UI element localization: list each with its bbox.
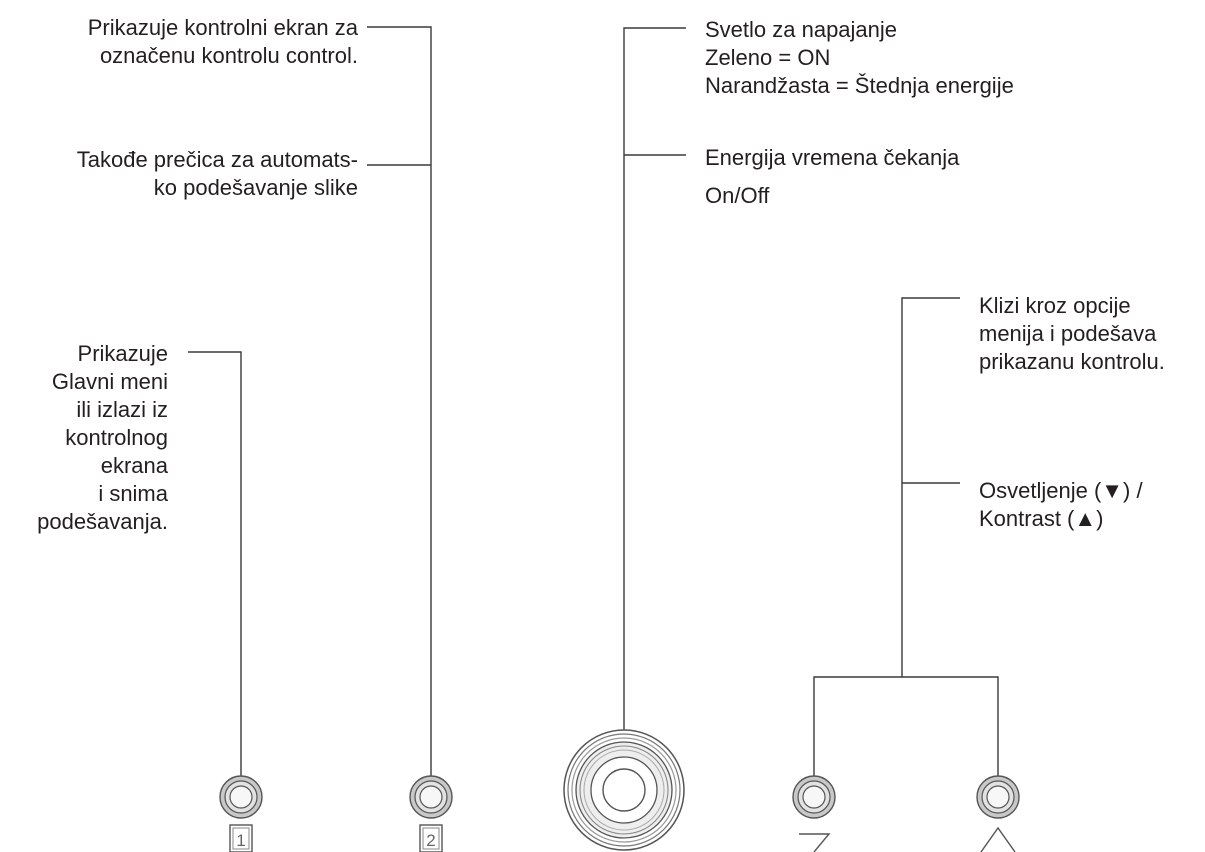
leader-line-scroll-options [901, 297, 960, 677]
up-button[interactable] [976, 775, 1020, 819]
leader-line-arrow-bracket [813, 676, 999, 790]
label-power-light: Svetlo za napajanje Zeleno = ON Narandža… [705, 17, 1014, 98]
key-1-icon: 1 [229, 824, 253, 852]
label-shortcut-auto-adjust: Takođe prečica za automats- ko podešavan… [76, 147, 358, 200]
key-2-icon: 2 [419, 824, 443, 852]
down-button[interactable] [792, 775, 836, 819]
up-triangle-icon [980, 826, 1016, 852]
label-scroll-options: Klizi kroz opcije menija i podešava prik… [979, 293, 1165, 374]
down-triangle-icon [799, 833, 831, 852]
key-2-label: 2 [426, 831, 435, 850]
key-1-label: 1 [236, 831, 245, 850]
menu-button[interactable] [219, 775, 263, 819]
label-displays-control: Prikazuje kontrolni ekran za označenu ko… [87, 15, 358, 68]
power-button[interactable] [563, 729, 685, 851]
leader-line-main-menu [188, 351, 242, 790]
label-main-menu: Prikazuje Glavni meni ili izlazi iz kont… [37, 341, 168, 534]
select-button[interactable] [409, 775, 453, 819]
leader-lines [188, 26, 999, 790]
label-standby-power: Energija vremena čekanja [705, 145, 960, 170]
leader-line-power-light [623, 27, 686, 745]
label-standby-onoff: On/Off [705, 183, 770, 208]
leader-line-displays-control [367, 26, 432, 790]
label-brightness-contrast: Osvetljenje (▼) / Kontrast (▲) [979, 478, 1143, 531]
